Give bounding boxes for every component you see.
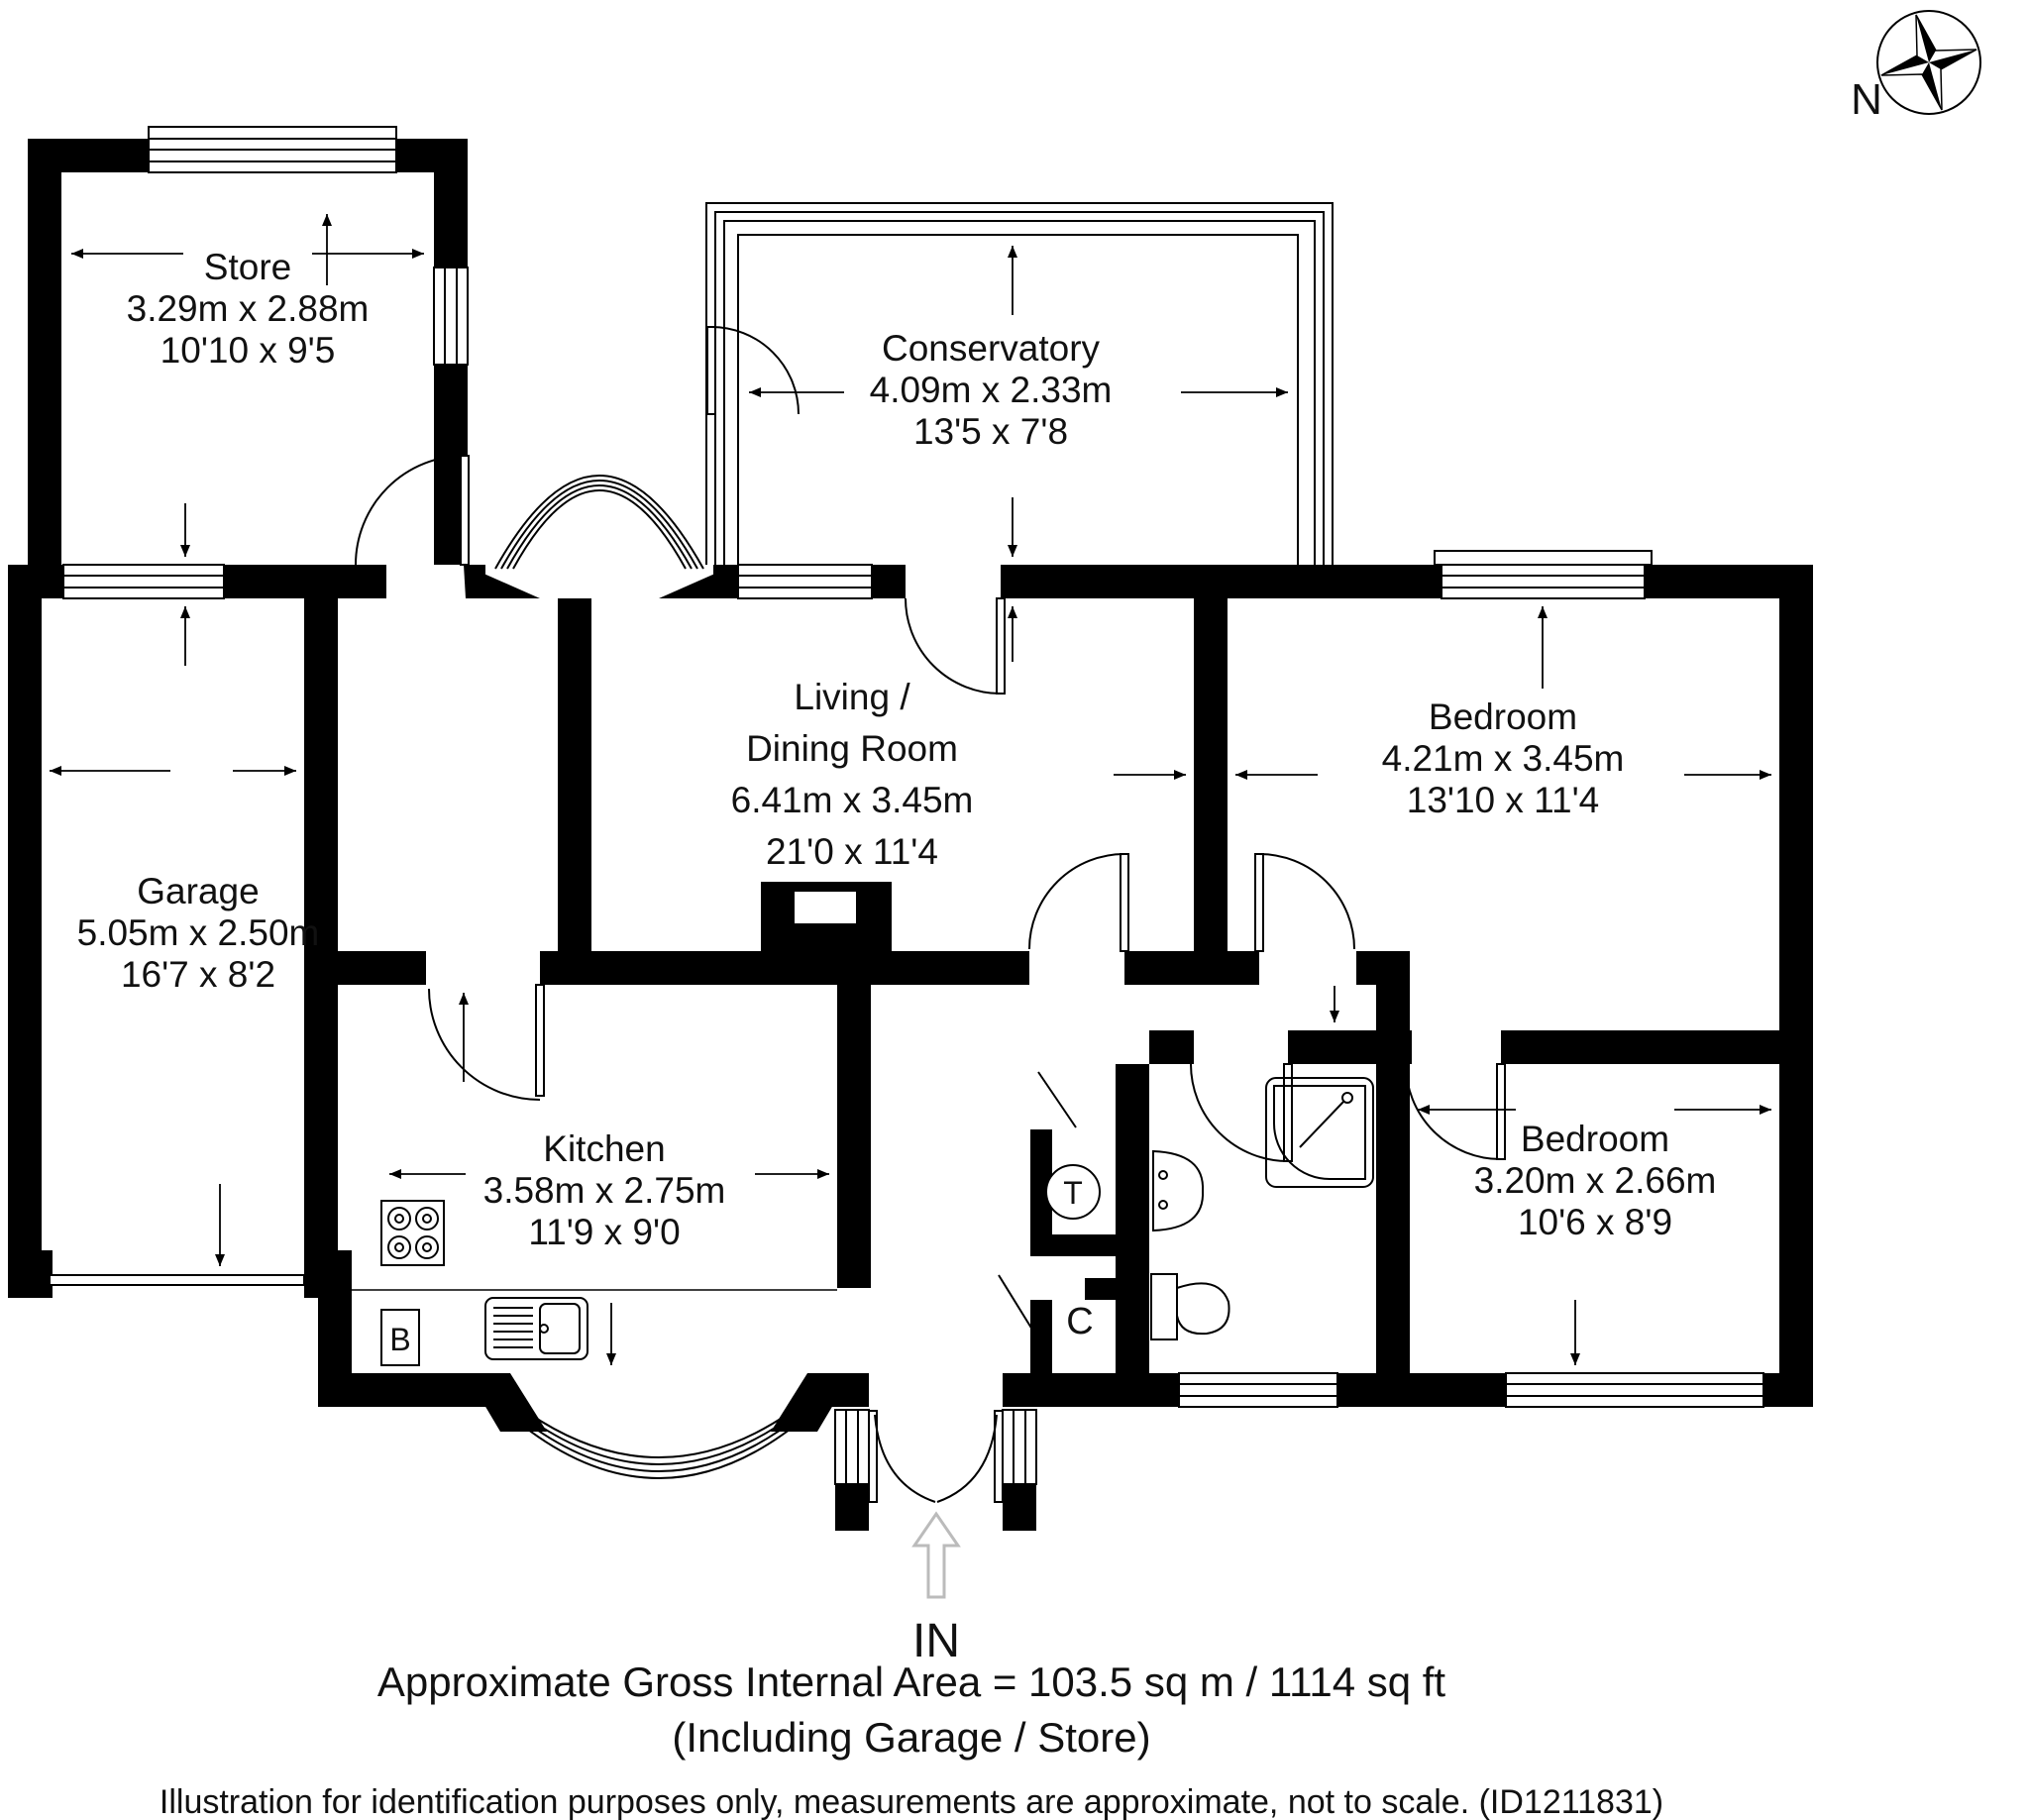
svg-text:Bedroom: Bedroom xyxy=(1521,1119,1669,1159)
doors xyxy=(355,455,1506,1503)
bathroom-south-window xyxy=(1178,1372,1338,1408)
porch-left-window xyxy=(834,1409,870,1485)
including-line: (Including Garage / Store) xyxy=(672,1714,1150,1761)
living-north-window xyxy=(737,564,873,599)
svg-text:Kitchen: Kitchen xyxy=(543,1128,665,1169)
window-sill xyxy=(1434,550,1653,566)
svg-text:6.41m x 3.45m: 6.41m x 3.45m xyxy=(731,780,974,820)
svg-text:11'9 x 9'0: 11'9 x 9'0 xyxy=(528,1212,680,1252)
hob-icon xyxy=(380,1200,445,1266)
footer: Approximate Gross Internal Area = 103.5 … xyxy=(160,1659,1663,1820)
svg-text:13'10 x 11'4: 13'10 x 11'4 xyxy=(1407,780,1600,820)
room-labels: Store 3.29m x 2.88m 10'10 x 9'5 Garage 5… xyxy=(77,247,1717,1357)
tank-closet-door xyxy=(1037,1071,1077,1128)
chimney-inset xyxy=(795,892,856,923)
disclaimer-line: Illustration for identification purposes… xyxy=(160,1783,1663,1820)
compass-circle xyxy=(1876,10,1981,115)
living-hall-door xyxy=(1028,853,1129,952)
dimension-arrows xyxy=(50,214,1771,1365)
compass: N xyxy=(1851,10,1981,124)
living-conservatory-door xyxy=(905,597,1006,695)
compass-north-label: N xyxy=(1851,75,1882,124)
room-label-store: Store 3.29m x 2.88m 10'10 x 9'5 xyxy=(127,247,370,371)
entrance-label: IN xyxy=(912,1615,960,1667)
porch-right-window xyxy=(1002,1409,1037,1485)
svg-text:5.05m x 2.50m: 5.05m x 2.50m xyxy=(77,912,320,953)
shower-icon xyxy=(1265,1077,1374,1188)
sink-icon xyxy=(484,1297,588,1360)
kitchen-bay-window xyxy=(466,1373,852,1479)
store-east-window xyxy=(433,267,469,366)
bedroom1-north-window xyxy=(1441,564,1646,599)
window-sill xyxy=(148,126,397,140)
windows xyxy=(62,126,1764,1485)
bathroom-fixtures xyxy=(1150,1077,1374,1340)
conservatory-glazing xyxy=(705,202,1334,565)
bedroom2-door xyxy=(1405,1063,1506,1160)
store-south-window xyxy=(62,564,225,599)
store-north-window xyxy=(148,138,397,173)
svg-text:Garage: Garage xyxy=(137,871,259,911)
svg-text:4.21m x 3.45m: 4.21m x 3.45m xyxy=(1382,738,1625,779)
bedroom2-south-window xyxy=(1505,1372,1764,1408)
tank-label: T xyxy=(1063,1175,1083,1211)
bedroom1-door xyxy=(1254,853,1355,952)
kitchen-door xyxy=(428,984,545,1101)
svg-text:Conservatory: Conservatory xyxy=(882,328,1101,369)
wall-openings xyxy=(386,565,1501,1407)
living-bow-window xyxy=(464,475,735,598)
svg-text:4.09m x 2.33m: 4.09m x 2.33m xyxy=(870,370,1113,410)
svg-text:Living /: Living / xyxy=(794,677,910,717)
cupboard-door xyxy=(998,1274,1033,1331)
garage-door xyxy=(49,1274,305,1286)
svg-text:Bedroom: Bedroom xyxy=(1429,696,1577,737)
svg-text:3.58m x 2.75m: 3.58m x 2.75m xyxy=(483,1170,726,1211)
room-label-bedroom2: Bedroom 3.20m x 2.66m 10'6 x 8'9 xyxy=(1474,1119,1717,1242)
svg-text:Dining Room: Dining Room xyxy=(746,728,958,769)
kitchen-fixtures xyxy=(352,1200,837,1366)
conservatory-door xyxy=(706,326,800,415)
room-label-conservatory: Conservatory 4.09m x 2.33m 13'5 x 7'8 xyxy=(870,328,1113,452)
svg-text:3.29m x 2.88m: 3.29m x 2.88m xyxy=(127,288,370,329)
room-label-bedroom1: Bedroom 4.21m x 3.45m 13'10 x 11'4 xyxy=(1382,696,1625,820)
tank-circle xyxy=(1045,1164,1101,1220)
svg-text:3.20m x 2.66m: 3.20m x 2.66m xyxy=(1474,1160,1717,1201)
svg-text:21'0 x 11'4: 21'0 x 11'4 xyxy=(766,831,938,872)
boiler-label: B xyxy=(389,1322,410,1357)
room-label-kitchen: Kitchen 3.58m x 2.75m 11'9 x 9'0 xyxy=(483,1128,726,1252)
cupboard-label: C xyxy=(1066,1301,1093,1342)
front-double-doors xyxy=(868,1410,1004,1503)
svg-text:16'7 x 8'2: 16'7 x 8'2 xyxy=(121,954,275,995)
gross-area-line: Approximate Gross Internal Area = 103.5 … xyxy=(377,1659,1446,1705)
svg-text:10'10 x 9'5: 10'10 x 9'5 xyxy=(160,330,336,371)
svg-text:13'5 x 7'8: 13'5 x 7'8 xyxy=(913,411,1068,452)
svg-text:Store: Store xyxy=(204,247,291,287)
entrance-arrow-icon xyxy=(911,1511,961,1599)
toilet-icon xyxy=(1150,1273,1230,1340)
entrance: IN xyxy=(911,1511,961,1667)
room-label-living-dining: Living / Dining Room 6.41m x 3.45m 21'0 … xyxy=(731,677,974,872)
svg-text:10'6 x 8'9: 10'6 x 8'9 xyxy=(1518,1202,1672,1242)
room-label-garage: Garage 5.05m x 2.50m 16'7 x 8'2 xyxy=(77,871,320,995)
boiler-icon xyxy=(380,1309,420,1366)
store-door xyxy=(355,455,470,566)
basin-icon xyxy=(1152,1149,1205,1232)
